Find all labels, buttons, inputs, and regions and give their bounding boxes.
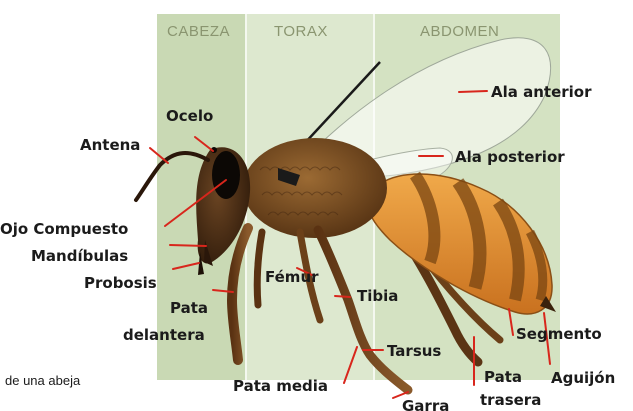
label-pata-media: Pata media [233,377,328,395]
label-ocelo: Ocelo [166,107,213,125]
label-pata-delantera-line1: Pata [170,299,208,317]
label-pata-delantera-line2: delantera [123,326,205,344]
label-ala-anterior: Ala anterior [491,83,592,101]
thorax [243,138,387,238]
label-segmento: Segmento [516,325,602,343]
label-mandibulas: Mandíbulas [31,247,128,265]
label-pata-trasera-line2: trasera [480,391,541,409]
label-ojo-compuesto: Ojo Compuesto [0,220,128,238]
caption: de una abeja [5,373,80,388]
region-title-abdomen: ABDOMEN [420,23,499,40]
label-pata-trasera-line1: Pata [484,368,522,386]
compound-eye [212,151,240,199]
label-aguijon: Aguijón [551,369,615,387]
region-title-head: CABEZA [167,23,230,40]
label-femur: Fémur [265,268,319,286]
label-antena: Antena [80,136,140,154]
label-tibia: Tibia [357,287,398,305]
label-garra: Garra [402,397,449,411]
region-title-thorax: TORAX [274,23,328,40]
label-tarsus: Tarsus [387,342,441,360]
label-ala-posterior: Ala posterior [455,148,565,166]
label-probosis: Probosis [84,274,157,292]
